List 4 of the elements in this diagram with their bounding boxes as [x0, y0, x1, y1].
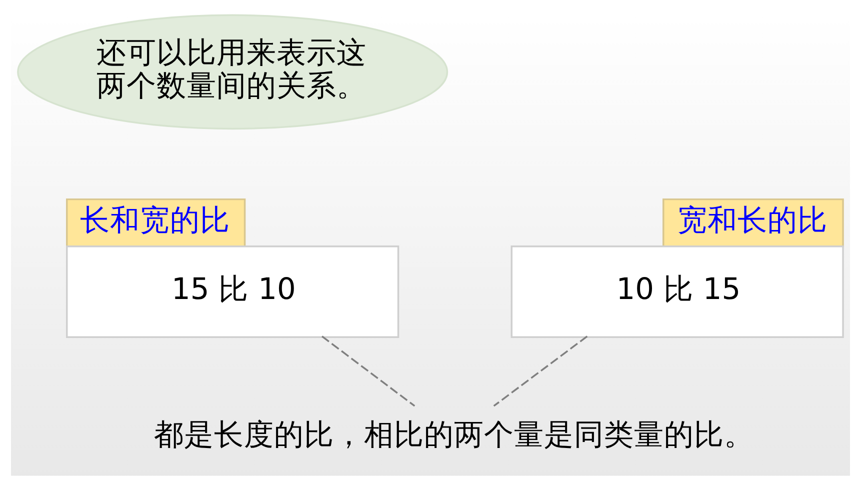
- node-ellipse: 还可以比用来表示这两个数量间的关系。: [16, 14, 448, 130]
- connector: [492, 336, 588, 407]
- node-text: 都是长度的比，相比的两个量是同类量的比。: [154, 416, 754, 452]
- connector: [321, 336, 415, 407]
